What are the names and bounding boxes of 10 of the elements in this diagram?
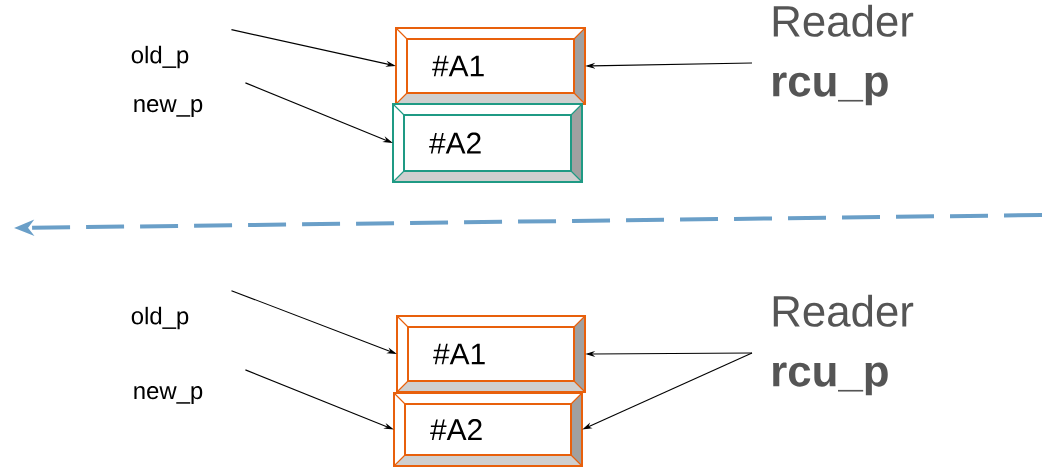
pointer-label: old_p (131, 306, 189, 330)
beveled-box: #A1 (395, 27, 586, 105)
beveled-box: #A2 (392, 103, 583, 183)
pointer-label: old_p (131, 45, 189, 69)
pointer-label: new_p (134, 99, 203, 117)
reader-label: Reader rcu_p (773, 294, 914, 396)
beveled-box: #A2 (393, 392, 583, 467)
pointer-label: new_p (134, 386, 203, 404)
beveled-box: #A1 (396, 315, 586, 393)
reader-label: Reader rcu_p (773, 4, 914, 106)
